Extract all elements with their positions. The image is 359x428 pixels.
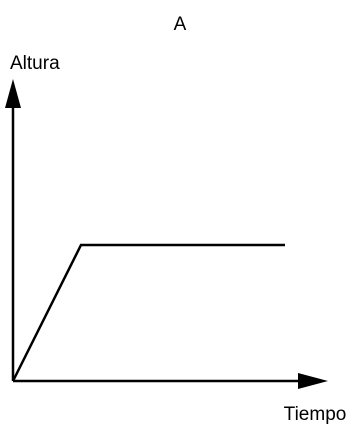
series-line-0	[11, 243, 285, 382]
x-axis-label: Tiempo	[284, 404, 347, 425]
chart-title: A	[174, 14, 187, 35]
y-axis-label: Altura	[10, 53, 60, 74]
series-layer	[11, 243, 285, 382]
x-axis-arrowhead	[298, 373, 328, 389]
y-axis-arrowhead	[5, 79, 21, 108]
